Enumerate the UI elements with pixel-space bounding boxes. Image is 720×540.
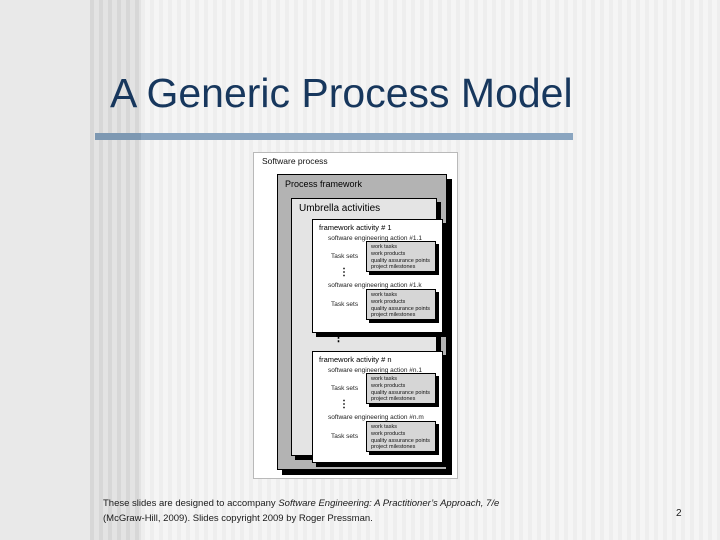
generic-process-model-diagram: Software process Process framework Umbre…: [253, 152, 458, 479]
footer-book-title: Software Engineering: A Practitioner’s A…: [278, 498, 500, 509]
task-sets-label: Task sets: [331, 253, 359, 260]
vertical-ellipsis: ⋮: [339, 399, 349, 410]
engineering-action-n-m-label: software engineering action #n.m: [328, 414, 424, 421]
engineering-action-1-1-label: software engineering action #1.1: [328, 235, 422, 242]
software-process-label: Software process: [262, 156, 328, 166]
framework-activity-1-box: framework activity # 1 software engineer…: [312, 219, 443, 333]
accent-stripe-band: [90, 0, 141, 540]
title-underline-rule: [95, 133, 573, 140]
page-number: 2: [676, 508, 682, 519]
framework-activity-n-title: framework activity # n: [319, 355, 392, 364]
umbrella-activities-label: Umbrella activities: [299, 203, 381, 214]
engineering-action-1-k-label: software engineering action #1.k: [328, 282, 422, 289]
footer-line-1: These slides are designed to accompany S…: [103, 496, 643, 511]
vertical-ellipsis-between-activities: ⋮: [333, 332, 344, 344]
process-framework-label: Process framework: [285, 179, 363, 189]
footer-line-1-prefix: These slides are designed to accompany: [103, 498, 279, 509]
title-rule-dark-cap: [95, 133, 141, 140]
task-sets-label: Task sets: [331, 433, 359, 440]
framework-activity-1-title: framework activity # 1: [319, 223, 392, 232]
task-sets-label: Task sets: [331, 385, 359, 392]
engineering-action-n-1-label: software engineering action #n.1: [328, 367, 422, 374]
slide-title: A Generic Process Model: [110, 70, 573, 116]
footer-line-2: (McGraw-Hill, 2009). Slides copyright 20…: [103, 513, 373, 524]
task-sets-label: Task sets: [331, 301, 359, 308]
vertical-ellipsis: ⋮: [339, 267, 349, 278]
footer-credits: These slides are designed to accompany S…: [103, 496, 643, 526]
framework-activity-n-box: framework activity # n software engineer…: [312, 351, 443, 463]
